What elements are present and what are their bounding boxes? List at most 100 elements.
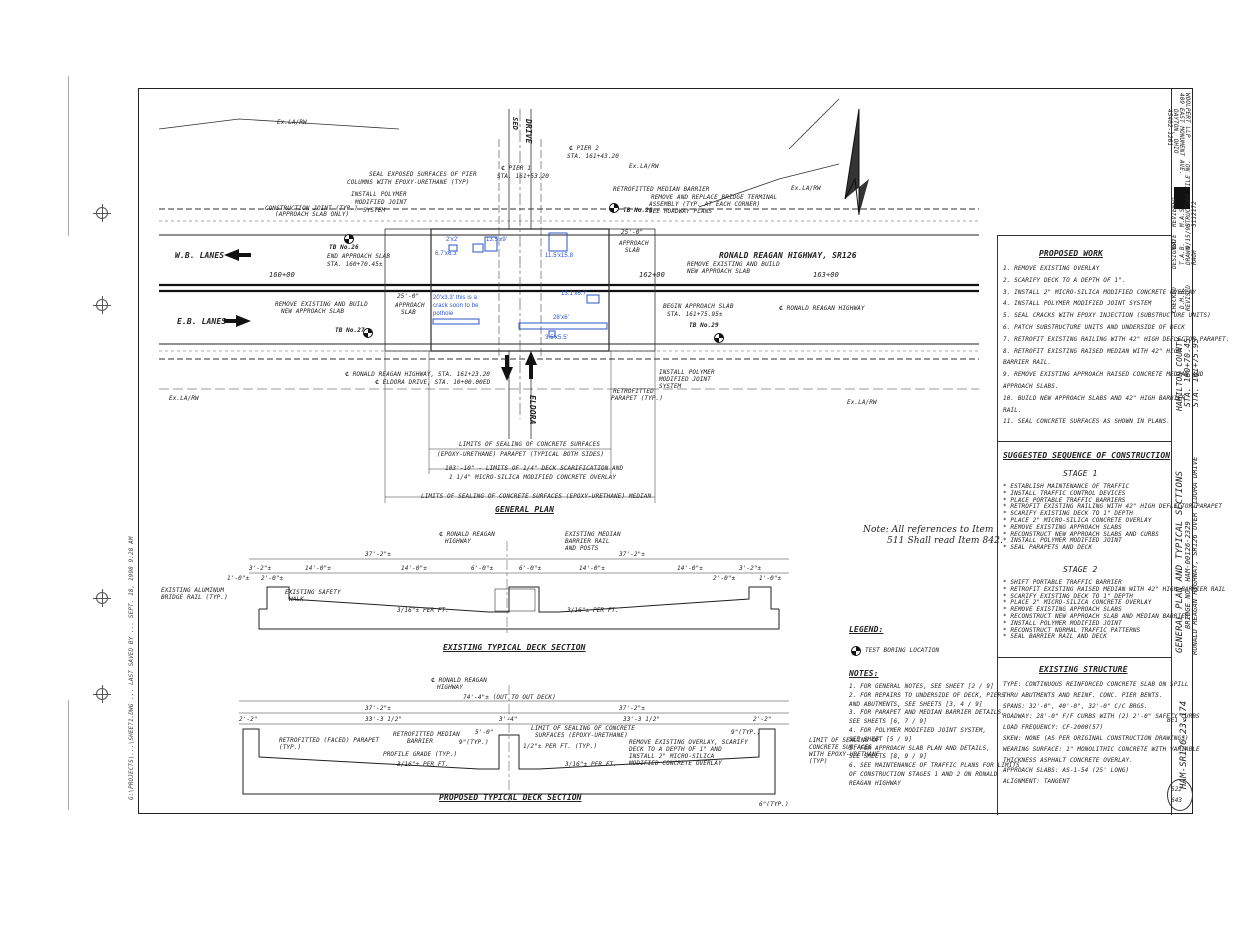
dimension: 14'-0"± (305, 565, 331, 572)
dimension: 33'-3 1/2" (365, 716, 403, 723)
limits-seal-note: LIMITS OF SEALING OF CONCRETE SURFACES (459, 441, 601, 448)
ex-la-rw-label: Ex.LA/RW (791, 185, 821, 192)
boring-tb28: TB No.28 (623, 207, 653, 214)
note-item: 1. FOR GENERAL NOTES, SEE SHEET [2 / 9] (849, 683, 994, 690)
pier1-label: ℄ PIER 1 (501, 165, 531, 172)
limit-seal-right-note: WITH EPOXY-URETHANE (809, 751, 880, 758)
boring-symbol (609, 203, 619, 213)
dimension: 5'-0" (475, 729, 494, 736)
install-poly-note: MODIFIED JOINT (355, 199, 407, 206)
damage-annotation: pothole (433, 311, 454, 317)
road-name-top: SED (511, 117, 519, 130)
existing-structure-item: WEARING SURFACE: 1" MONOLITHIC CONCRETE … (1003, 745, 1200, 753)
right-panel-divider (997, 657, 1171, 658)
stage2-item: * RECONSTRUCT NEW APPROACH SLAB AND MEDI… (1003, 613, 1189, 620)
seal-piers-note: SEAL EXPOSED SURFACES OF PIER (369, 171, 477, 178)
note-item: SEE SHEETS [6, 7 / 9] (849, 718, 927, 726)
boring-symbol (344, 234, 354, 244)
dimension: 6'-0"± (471, 565, 494, 572)
stage1-item: * SCARIFY EXISTING DECK TO 1" DEPTH (1003, 510, 1133, 518)
boring-symbol (363, 328, 373, 338)
slope-label: 3/16"± PER FT. (565, 761, 617, 768)
dimension: 37'-2"± (619, 705, 645, 712)
firm-name: WOOLPERT LLP (1184, 93, 1191, 138)
dimension: 14'-0"± (677, 565, 703, 572)
station-163: 163+00 (813, 271, 839, 279)
dimension: 3'-2"± (249, 565, 272, 572)
proposed-section-title: PROPOSED TYPICAL DECK SECTION (439, 793, 582, 802)
end-approach-slab: END APPROACH SLAB (327, 253, 391, 260)
aluminum-rail-note: BRIDGE RAIL (TYP.) (161, 594, 228, 601)
dimension: 37'-2"± (365, 551, 391, 558)
boring-symbol (714, 333, 724, 343)
stage1-item: * RETROFIT EXISTING RAILING WITH 42" HIG… (1003, 503, 1223, 511)
approach-dim: 25'-0" (397, 293, 420, 300)
install-poly-note: SYSTEM (659, 383, 682, 390)
cl-eldora-station: ℄ ELDORA DRIVE, STA. 10+00.00ED (375, 379, 491, 386)
limit-seal-right-note: (TYP) (809, 758, 828, 765)
remove-build-note: REMOVE EXISTING AND BUILD (687, 261, 780, 268)
road-name-drive: DRIVE (524, 119, 533, 144)
proposed-work-item: 11. SEAL CONCRETE SURFACES AS SHOWN IN P… (1003, 418, 1171, 426)
title-block-field: DATE (1171, 234, 1178, 249)
firm-address: 45402-1261 (1166, 109, 1173, 147)
install-poly-note: INSTALL POLYMER (351, 191, 407, 198)
page-number: 522 (1171, 786, 1183, 793)
ex-la-rw-label: Ex.LA/RW (169, 395, 199, 402)
retrofit-parapet-note: (TYP.) (279, 744, 302, 751)
note-item: AND ABUTMENTS, SEE SHEETS [3, 4 / 9] (849, 700, 983, 708)
begin-approach-slab: BEGIN APPROACH SLAB (663, 303, 734, 310)
handwritten-note: Note: All references to Item (863, 525, 994, 535)
damage-annotation: crack soon to be (433, 303, 479, 309)
damage-annotation: 2'x2' (446, 237, 459, 243)
cl-reagan-station: ℄ RONALD REAGAN HIGHWAY, STA. 161+23.20 (345, 371, 491, 378)
stage1-item: * ESTABLISH MAINTENANCE OF TRAFFIC (1003, 483, 1130, 490)
proposed-work-item: 10. BUILD NEW APPROACH SLABS AND 42" HIG… (1003, 394, 1185, 402)
existing-structure-item: LOAD FREQUENCY: CF-2000(57) (1003, 724, 1104, 732)
right-panel-border (997, 235, 998, 815)
existing-section-title: EXISTING TYPICAL DECK SECTION (443, 643, 586, 652)
dimension: 9"(TYP.) (459, 739, 489, 746)
existing-structure-item: ALIGNMENT: TANGENT (1003, 778, 1070, 786)
remove-terminal-note: REMOVE AND REPLACE BRIDGE TERMINAL (651, 194, 778, 201)
existing-median-note: EXISTING MEDIAN (565, 531, 621, 538)
stage2-item: * RECONSTRUCT NORMAL TRAFFIC PATTERNS (1003, 626, 1141, 634)
proposed-work-item: 1. REMOVE EXISTING OVERLAY (1003, 265, 1100, 272)
stage1-item: * PLACE PORTABLE TRAFFIC BARRIERS (1003, 496, 1126, 504)
note-item: OF CONSTRUCTION STAGES 1 AND 2 ON RONALD (849, 771, 998, 778)
title-block-field: CHECKED (1171, 287, 1178, 313)
existing-structure-item: APPROACH SLABS: AS-1-54 (25' LONG) (1003, 767, 1130, 775)
firm-logo (1174, 187, 1190, 209)
remove-build-note: NEW APPROACH SLAB (687, 268, 751, 275)
retrofitted-parapet-note: RETROFITTED (613, 388, 654, 395)
sheet-subtitle: RONALD REAGAN HIGHWAY, SR126 OVER ELDORA… (1191, 456, 1199, 655)
slope-label: 1/2"± PER FT. (TYP.) (523, 743, 598, 750)
proposed-work-item: 9. REMOVE EXISTING APPROACH RAISED CONCR… (1003, 371, 1204, 379)
dimension: 9"(TYP.) (731, 729, 761, 736)
install-poly-note: SYSTEM (363, 207, 386, 214)
boring-tb26: TB No.26 (329, 244, 359, 251)
limit-seal-right-note: LIMIT OF SEALING OF (809, 737, 880, 744)
slope-label: 3/16"± PER FT. (397, 607, 449, 614)
stage2-item: * RETROFIT EXISTING RAISED MEDIAN WITH 4… (1003, 585, 1226, 593)
limits-scarification-note: 103'-10" - LIMITS OF 1/4" DECK SCARIFICA… (445, 465, 624, 472)
highway-label: RONALD REAGAN HIGHWAY, SR126 (719, 251, 857, 260)
ex-la-rw-label: Ex.LA/RW (629, 163, 659, 170)
dimension: 3'-2"± (739, 565, 762, 572)
dimension: 33'-3 1/2" (623, 716, 661, 723)
limit-seal-note: LIMIT OF SEALING OF CONCRETE (531, 725, 635, 732)
damage-annotation: 3.5'x5.5' (545, 335, 568, 341)
seal-piers-note: COLUMNS WITH EPOXY-URETHANE (TYP) (347, 179, 470, 186)
dimension: 6"(TYP.) (759, 801, 789, 808)
install-poly-note: INSTALL POLYMER (659, 369, 715, 376)
pier1-station: STA. 161+53.20 (497, 173, 549, 180)
remove-overlay-note: MODIFIED CONCRETE OVERLAY (629, 760, 722, 767)
remove-terminal-note: SEE ROADWAY PLANS (649, 208, 713, 215)
proposed-work-item: 6. PATCH SUBSTRUCTURE UNITS AND UNDERSID… (1003, 324, 1185, 331)
registration-mark (93, 589, 111, 607)
approach-label: APPROACH (395, 302, 425, 309)
dimension: 74'-4"± (OUT TO OUT DECK) (463, 694, 556, 701)
retrofit-median-note: BARRIER (407, 738, 433, 745)
sheet-number: BE1 (1167, 717, 1179, 724)
legend-boring-label: TEST BORING LOCATION (865, 647, 940, 654)
